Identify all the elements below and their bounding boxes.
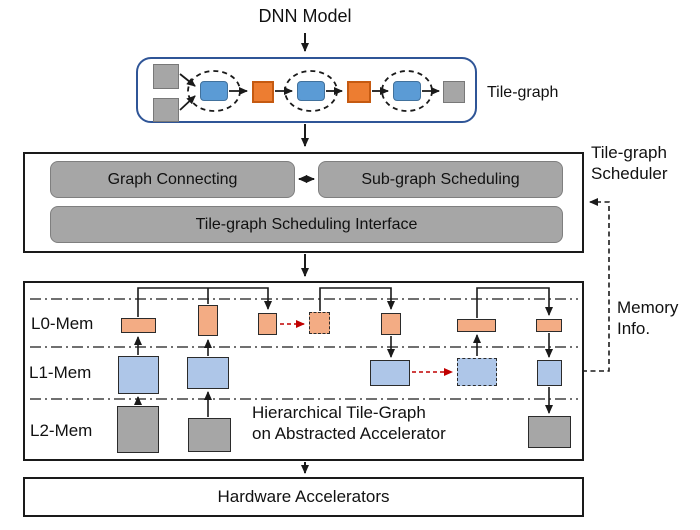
- l0-tile-4-prefetch: [309, 312, 330, 334]
- tile-output-node: [443, 81, 465, 103]
- l1-tile-4-prefetch: [457, 358, 497, 386]
- memory-info-label: Memory Info.: [617, 297, 678, 339]
- l2-tile-2: [188, 418, 231, 452]
- l0-tile-1: [121, 318, 156, 333]
- memory-info-feedback-path: [582, 198, 610, 372]
- l0-tile-2: [198, 305, 218, 336]
- l0-tile-3: [258, 313, 277, 335]
- l1-mem-label: L1-Mem: [29, 363, 92, 382]
- l2-tile-3: [528, 416, 571, 448]
- dnn-model-title: DNN Model: [258, 6, 352, 26]
- sub-graph-scheduling-block: Sub-graph Scheduling: [318, 161, 563, 198]
- memory-caption-line2: on Abstracted Accelerator: [252, 424, 446, 443]
- l2-tile-1: [117, 406, 159, 453]
- tile-buffer-node-1: [252, 81, 274, 103]
- scheduler-label-line1: Tile-graph: [591, 143, 667, 162]
- tile-buffer-node-2: [347, 81, 371, 103]
- tile-graph-label: Tile-graph: [487, 84, 559, 101]
- hardware-accelerators-label: Hardware Accelerators: [217, 487, 390, 506]
- memory-info-line1: Memory: [617, 298, 679, 317]
- scheduler-label-line2: Scheduler: [591, 164, 668, 183]
- l0-tile-6: [457, 319, 496, 332]
- tile-compute-node-2: [297, 81, 325, 101]
- tile-input-node-2: [153, 98, 179, 122]
- l1-tile-3: [370, 360, 410, 386]
- tile-compute-node-1: [200, 81, 228, 101]
- l1-tile-2: [187, 357, 229, 389]
- l0-tile-7: [536, 319, 562, 332]
- memory-info-line2: Info.: [617, 319, 651, 338]
- l1-tile-1: [118, 356, 159, 394]
- l0-tile-5: [381, 313, 401, 335]
- l2-mem-label: L2-Mem: [30, 421, 93, 440]
- graph-connecting-block: Graph Connecting: [50, 161, 295, 198]
- scheduling-interface-block: Tile-graph Scheduling Interface: [50, 206, 563, 243]
- scheduler-label: Tile-graph Scheduler: [591, 142, 668, 184]
- tile-input-node-1: [153, 64, 179, 89]
- hardware-accelerators-box: Hardware Accelerators: [23, 477, 584, 517]
- l0-mem-label: L0-Mem: [31, 314, 94, 333]
- tile-compute-node-3: [393, 81, 421, 101]
- l1-tile-5: [537, 360, 562, 386]
- memory-caption-line1: Hierarchical Tile-Graph: [252, 403, 426, 422]
- memory-caption: Hierarchical Tile-Graph on Abstracted Ac…: [252, 402, 446, 444]
